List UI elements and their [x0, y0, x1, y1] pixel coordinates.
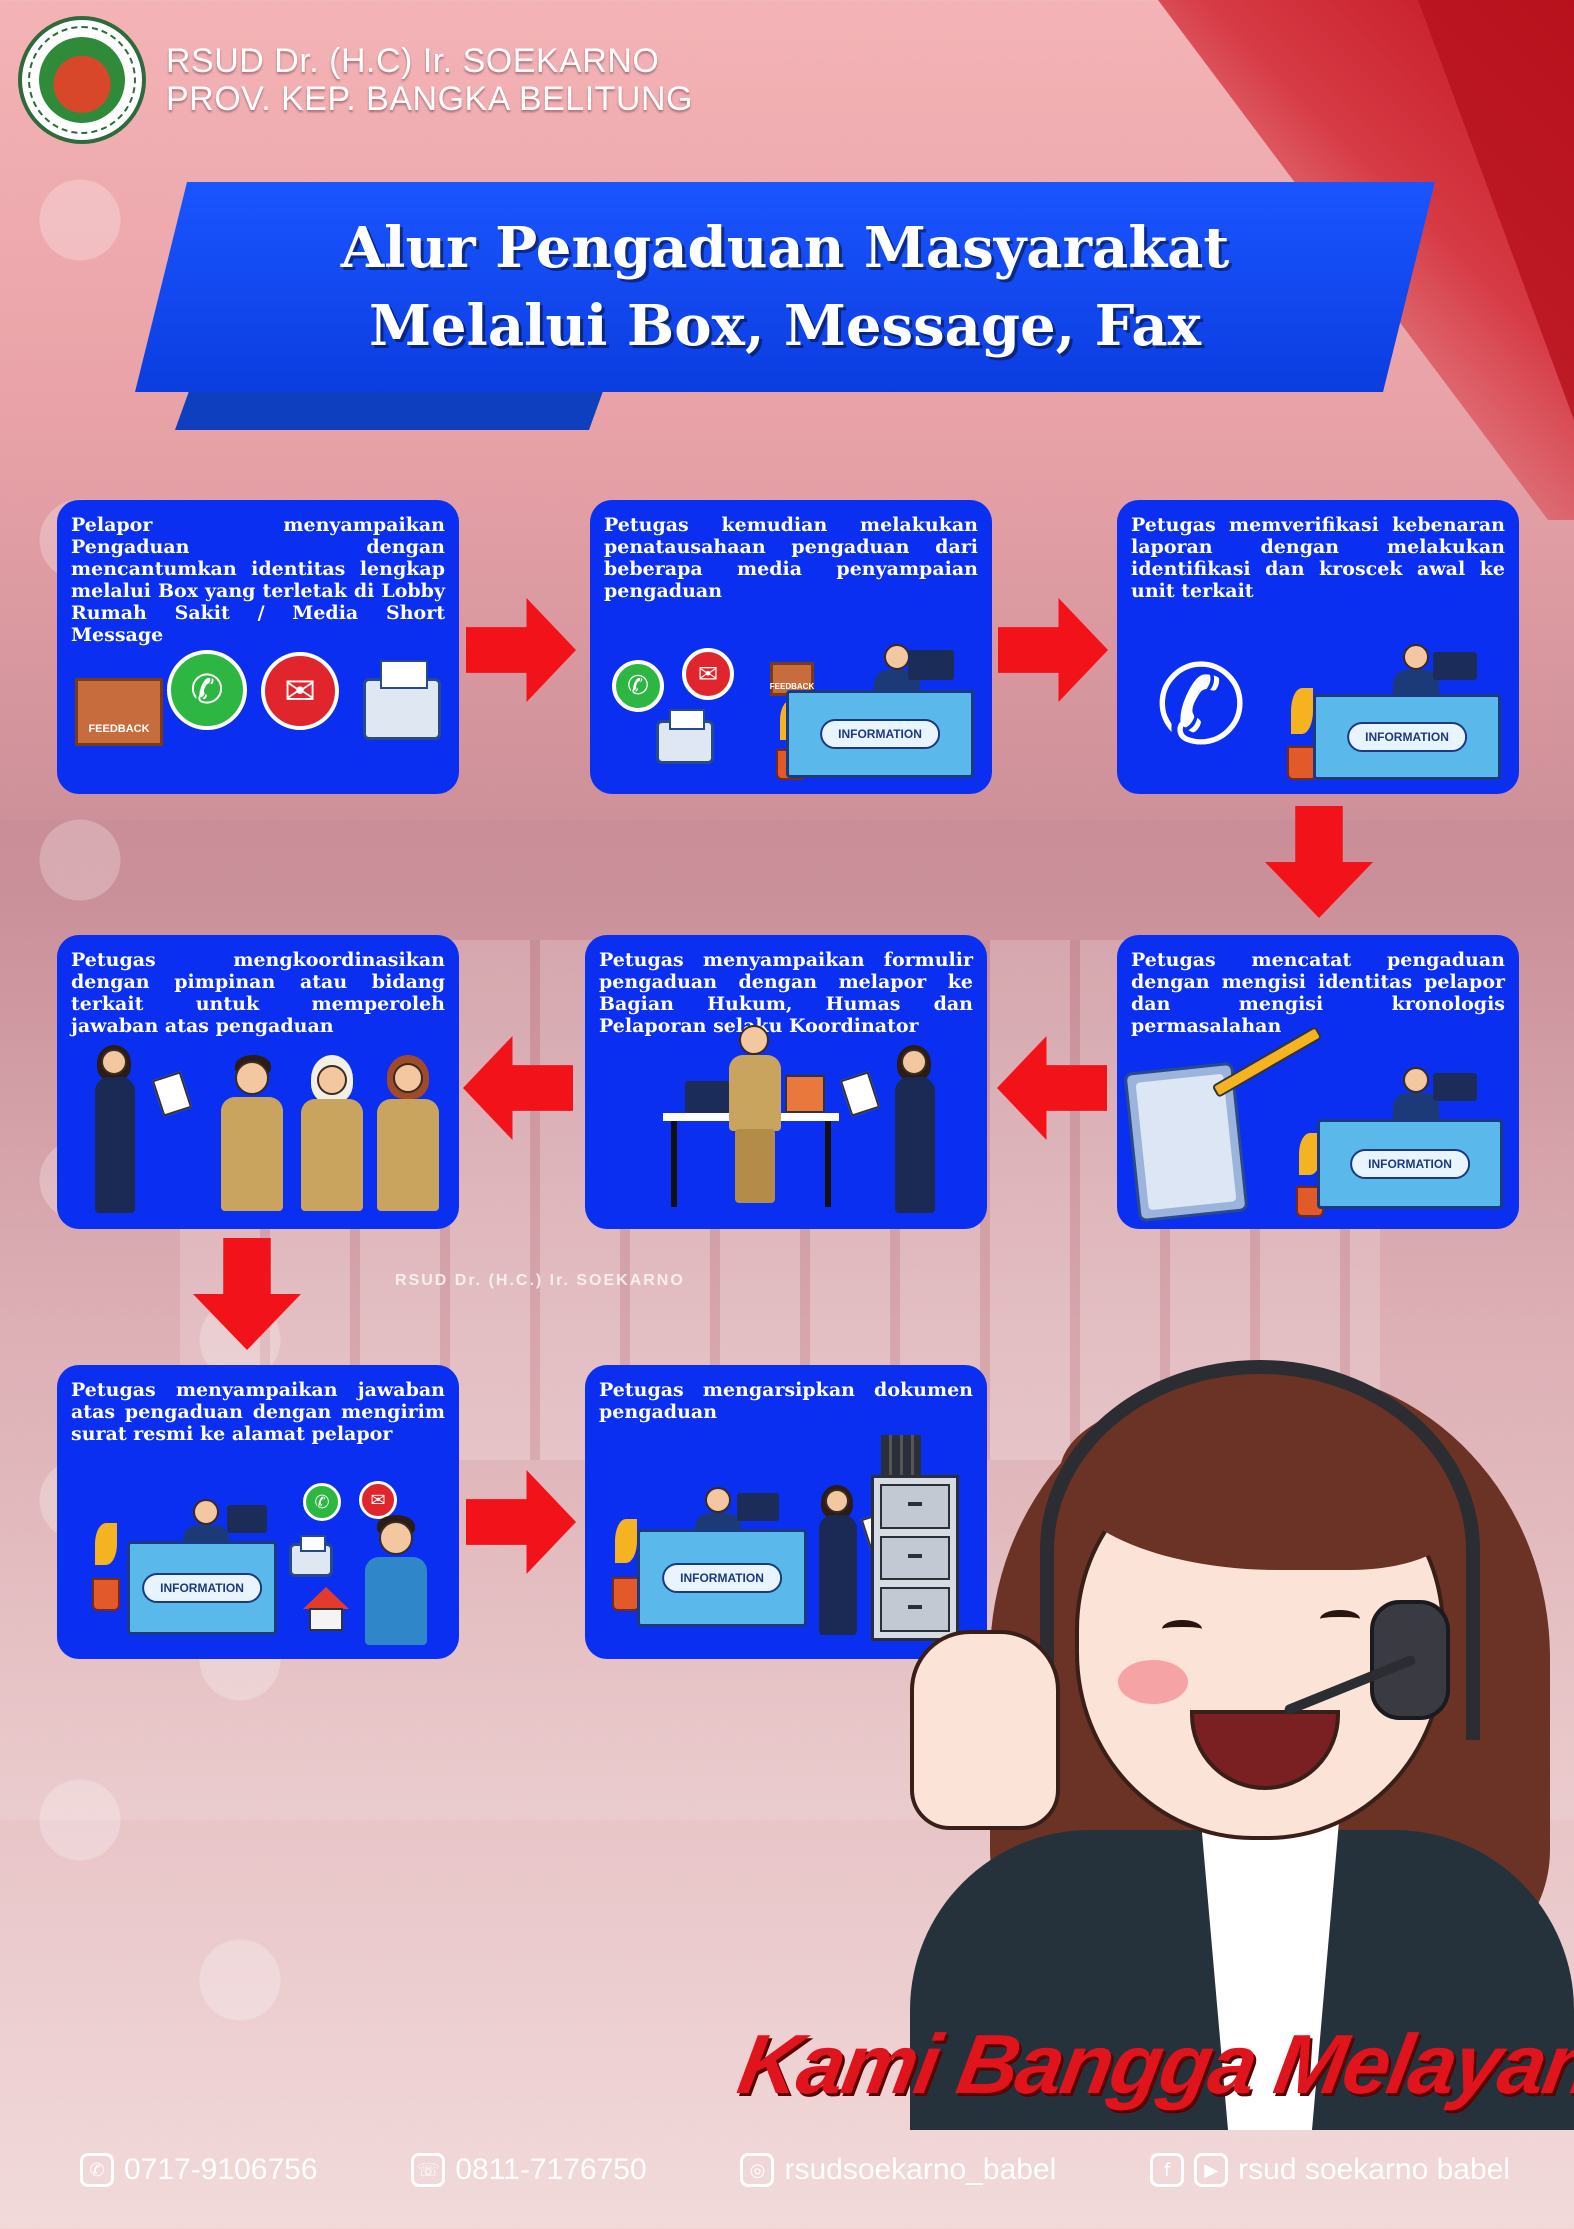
staff-woman-icon: [87, 1045, 143, 1215]
step-card-7: Petugas menyampaikan jawaban atas pengad…: [57, 1365, 459, 1659]
youtube-icon: ▶: [1194, 2153, 1229, 2187]
whatsapp-icon: ✆: [303, 1483, 341, 1521]
title-line-2: Melalui Box, Message, Fax: [368, 293, 1202, 359]
fax-machine-icon: [363, 659, 441, 740]
instagram-icon: ◎: [740, 2153, 775, 2187]
step-card-1: Pelapor menyampaikan Pengaduan dengan me…: [57, 500, 459, 794]
computer-monitor-icon: [908, 650, 954, 680]
fax-machine-icon: [656, 708, 714, 764]
org-line-1: RSUD Dr. (H.C) Ir. SOEKARNO: [166, 42, 660, 80]
leader-hijab-icon: [297, 1055, 367, 1215]
footer-instagram[interactable]: ◎ rsudsoekarno_babel: [740, 2153, 1056, 2187]
information-desk: INFORMATION: [1313, 694, 1501, 780]
document-icon: [839, 1071, 881, 1117]
org-line-2: PROV. KEP. BANGKA BELITUNG: [166, 80, 693, 118]
recipient-man-icon: [361, 1515, 431, 1645]
mail-icon: ✉: [261, 652, 339, 730]
staff-woman-icon: [885, 1045, 945, 1215]
plant-icon: [603, 1511, 649, 1611]
whatsapp-icon: ✆: [167, 650, 247, 730]
waving-hand-icon: [910, 1630, 1060, 1830]
title-banner: Alur Pengaduan Masyarakat Melalui Box, M…: [135, 182, 1435, 392]
house-icon: [303, 1587, 349, 1631]
whatsapp-icon: ✆: [612, 660, 664, 712]
organization-name: RSUD Dr. (H.C) Ir. SOEKARNO PROV. KEP. B…: [166, 42, 693, 118]
step-3-text: Petugas memverifikasi kebenaran laporan …: [1131, 514, 1505, 602]
fax-machine-icon: [289, 1535, 333, 1577]
step-5-text: Petugas menyampaikan formulir pengaduan …: [599, 949, 973, 1037]
computer-monitor-icon: [227, 1505, 267, 1533]
flow-arrow-1-2: [466, 598, 576, 702]
header: RSUD Dr. (H.C) Ir. SOEKARNO PROV. KEP. B…: [18, 16, 693, 144]
document-icon: [151, 1071, 193, 1117]
step-card-6: Petugas mengkoordinasikan dengan pimpina…: [57, 935, 459, 1229]
customer-service-mascot: [900, 1330, 1574, 2130]
hospital-seal-icon: [18, 16, 146, 144]
step-card-8: Petugas mengarsipkan dokumen pengaduan I…: [585, 1365, 987, 1659]
information-desk: INFORMATION: [127, 1541, 277, 1635]
step-1-text: Pelapor menyampaikan Pengaduan dengan me…: [71, 514, 445, 646]
feedback-box-icon: FEEDBACK: [75, 678, 163, 746]
step-7-text: Petugas menyampaikan jawaban atas pengad…: [71, 1379, 445, 1445]
step-card-5: Petugas menyampaikan formulir pengaduan …: [585, 935, 987, 1229]
information-desk: INFORMATION: [1317, 1119, 1503, 1209]
mail-icon: ✉: [682, 648, 734, 700]
step-6-text: Petugas mengkoordinasikan dengan pimpina…: [71, 949, 445, 1037]
information-desk: INFORMATION: [637, 1529, 807, 1627]
line-app-icon: ☏: [411, 2153, 446, 2187]
step-card-3: Petugas memverifikasi kebenaran laporan …: [1117, 500, 1519, 794]
computer-monitor-icon: [737, 1493, 779, 1521]
phone-call-icon: ✆: [1155, 641, 1248, 769]
computer-monitor-icon: [1433, 1073, 1477, 1101]
file-stack-icon: [785, 1075, 825, 1113]
phone-icon: ✆: [80, 2153, 114, 2187]
computer-monitor-icon: [685, 1081, 729, 1113]
leader-man-icon: [217, 1055, 287, 1215]
step-card-2: Petugas kemudian melakukan penatausahaan…: [590, 500, 992, 794]
filing-cabinet-icon: [871, 1475, 959, 1641]
officer-icon: [725, 1025, 785, 1205]
step-2-text: Petugas kemudian melakukan penatausahaan…: [604, 514, 978, 602]
binders-icon: [881, 1435, 921, 1475]
plant-icon: [83, 1515, 129, 1611]
mail-icon: ✉: [359, 1481, 397, 1519]
building-sign: RSUD Dr. (H.C.) Ir. SOEKARNO: [395, 1272, 685, 1289]
title-line-1: Alur Pengaduan Masyarakat: [340, 215, 1230, 281]
flow-arrow-2-3: [998, 598, 1108, 702]
footer-social[interactable]: f ▶ rsud soekarno babel: [1150, 2153, 1510, 2187]
footer-contacts: ✆ 0717-9106756 ☏ 0811-7176750 ◎ rsudsoek…: [80, 2140, 1510, 2200]
information-desk: INFORMATION: [786, 690, 974, 778]
step-card-4: Petugas mencatat pengaduan dengan mengis…: [1117, 935, 1519, 1229]
tagline: Kami Bangga Melayani: [731, 2017, 1574, 2111]
leader-woman-icon: [373, 1055, 443, 1215]
step-8-text: Petugas mengarsipkan dokumen pengaduan: [599, 1379, 973, 1423]
footer-phone[interactable]: ✆ 0717-9106756: [80, 2153, 318, 2187]
computer-monitor-icon: [1433, 652, 1477, 680]
step-4-text: Petugas mencatat pengaduan dengan mengis…: [1131, 949, 1505, 1037]
staff-woman-icon: [813, 1485, 863, 1635]
footer-line[interactable]: ☏ 0811-7176750: [411, 2153, 647, 2187]
facebook-icon: f: [1150, 2153, 1185, 2187]
